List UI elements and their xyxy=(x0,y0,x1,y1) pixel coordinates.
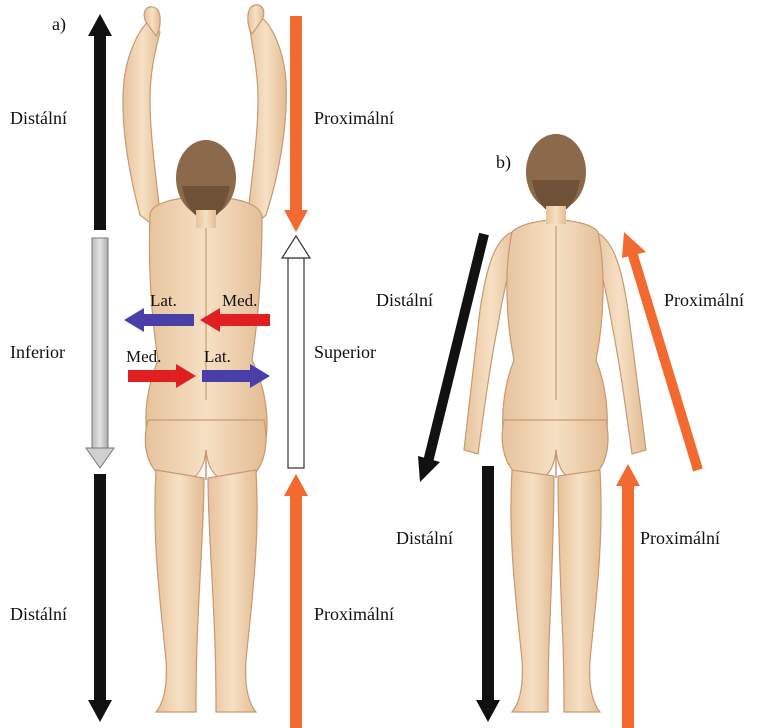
label-medial-right: Med. xyxy=(222,291,257,310)
label-a-proximal-upper: Proximální xyxy=(314,108,394,128)
label-b-distal-lower: Distální xyxy=(396,528,453,548)
label-medial-left: Med. xyxy=(126,347,161,366)
label-a-superior: Superior xyxy=(314,342,376,362)
distal-arrow-b-lower xyxy=(476,466,500,722)
label-a-distal-upper: Distální xyxy=(10,108,67,128)
label-a-proximal-lower: Proximální xyxy=(314,604,394,624)
label-a-distal-lower: Distální xyxy=(10,604,67,624)
superior-arrow xyxy=(282,236,310,468)
inferior-arrow xyxy=(86,238,114,468)
proximal-arrow-b-lower xyxy=(616,464,640,728)
panel-a-label: a) xyxy=(52,14,66,35)
label-lateral-right: Lat. xyxy=(204,347,231,366)
label-b-proximal-upper: Proximální xyxy=(664,290,744,310)
proximal-arrow-lower-right xyxy=(284,474,308,728)
label-b-distal-upper: Distální xyxy=(376,290,433,310)
label-a-inferior: Inferior xyxy=(10,342,65,362)
panel-b-label: b) xyxy=(496,152,511,173)
label-lateral-left: Lat. xyxy=(150,291,177,310)
distal-arrow-lower-left xyxy=(88,474,112,722)
distal-arrow-upper-left xyxy=(88,14,112,230)
figure-b-head-icon xyxy=(526,134,586,224)
proximal-arrow-upper-right xyxy=(284,16,308,232)
label-b-proximal-lower: Proximální xyxy=(640,528,720,548)
